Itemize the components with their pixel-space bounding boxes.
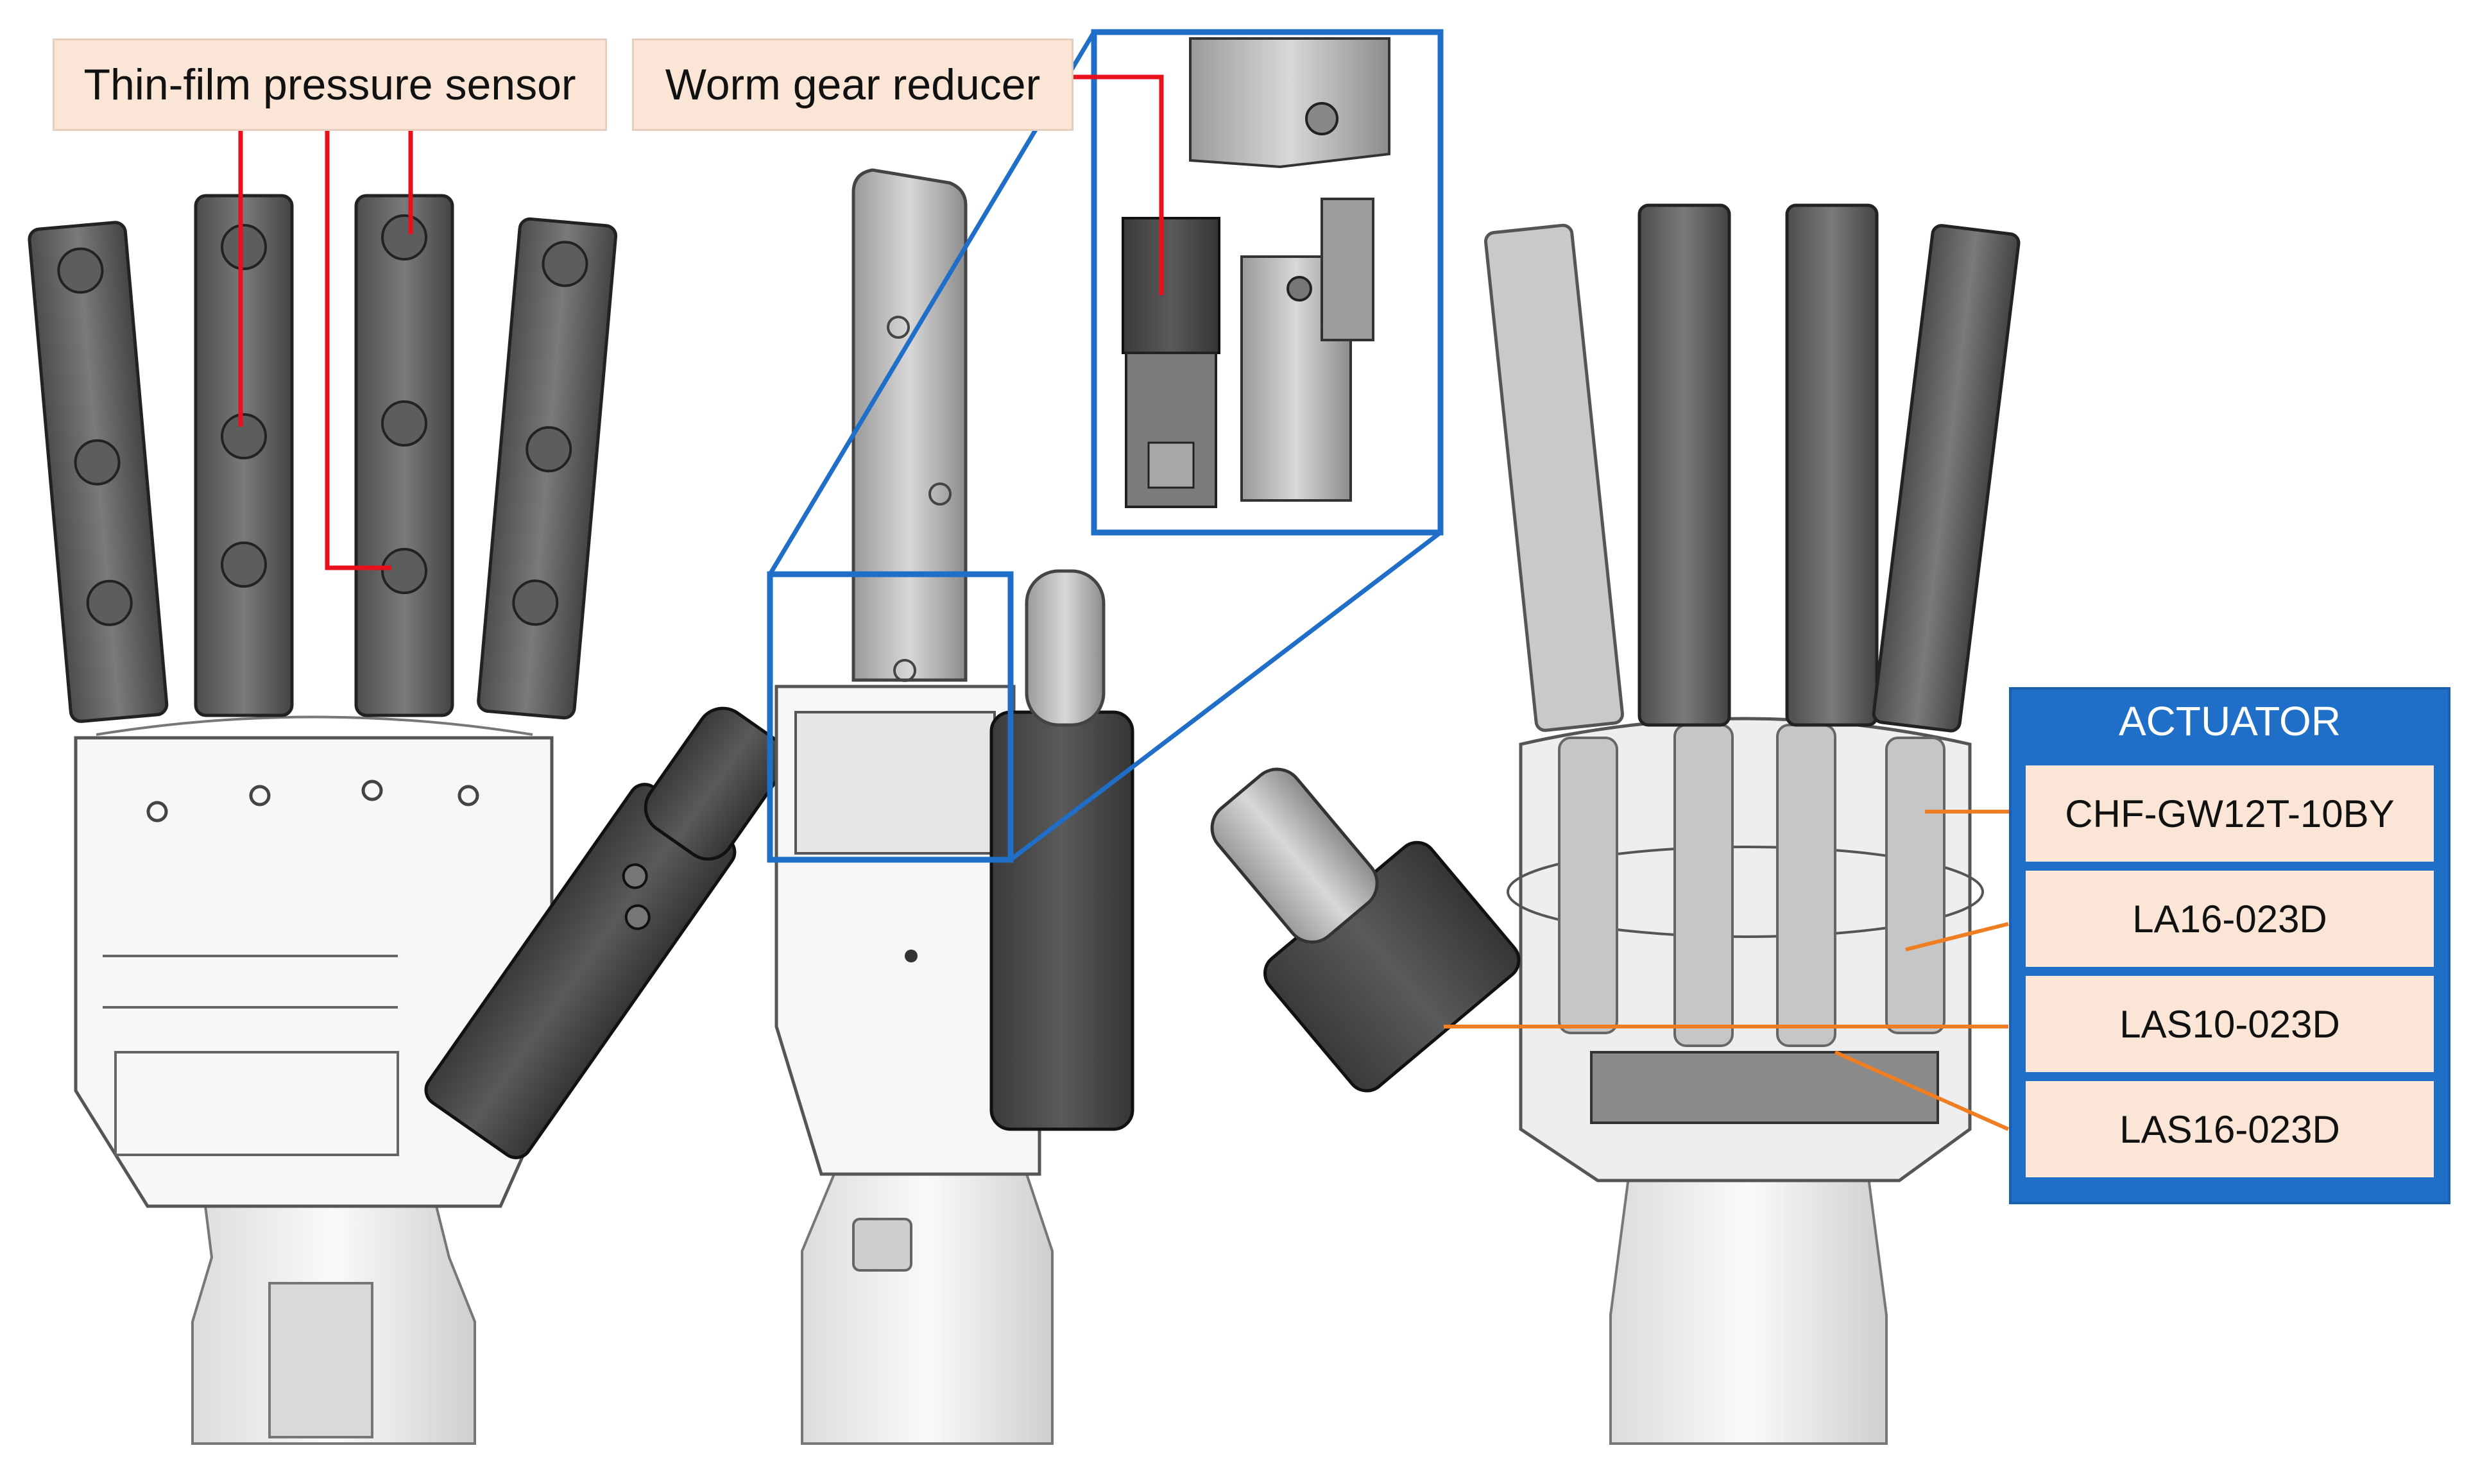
sensor-callout: Thin-film pressure sensor: [53, 38, 607, 131]
actuator-item-la16: LA16-023D: [2026, 871, 2434, 967]
actuator-item-las16: LAS16-023D: [2026, 1081, 2434, 1177]
sensor-leader-lines: [238, 127, 413, 570]
worm-gear-callout: Worm gear reducer: [632, 38, 1073, 131]
actuator-item-las10: LAS10-023D: [2026, 976, 2434, 1072]
zoom-source-frame: [767, 571, 1014, 863]
worm-leader-line: [1070, 74, 1164, 295]
actuator-legend: ACTUATOR CHF-GW12T-10BY LA16-023D LAS10-…: [2009, 687, 2450, 1204]
actuator-leader-lines: [1444, 810, 2024, 1131]
left-hand-palm-view: [28, 194, 787, 1445]
actuator-title: ACTUATOR: [2118, 698, 2341, 744]
actuator-item-chf: CHF-GW12T-10BY: [2026, 765, 2434, 862]
zoom-detail-inset: [1091, 29, 1444, 536]
right-hand-back-view: [1210, 203, 2021, 1445]
